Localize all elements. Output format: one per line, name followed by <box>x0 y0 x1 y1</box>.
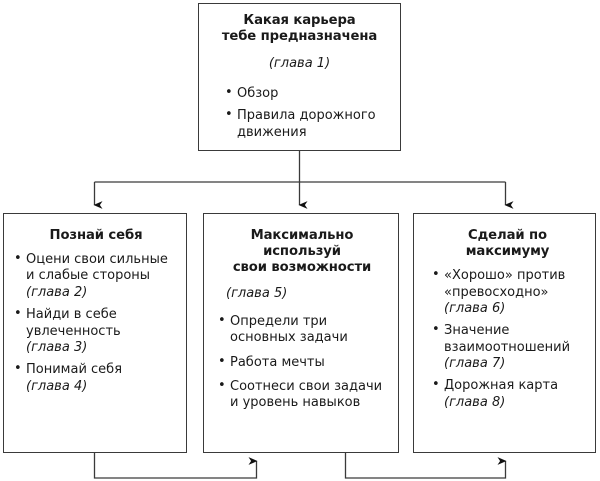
bullet-text: Обзор <box>237 85 279 101</box>
bullet-text-cont: взаимоотношений <box>444 339 571 355</box>
list-item: Оцени свои сильные и слабые стороны (гла… <box>14 251 178 301</box>
bullet-chapter: (глава 3) <box>26 339 88 355</box>
bullet-text: Работа мечты <box>230 354 325 370</box>
node-maximize-chapter: (глава 5) <box>226 286 288 302</box>
bullet-chapter: (глава 6) <box>444 300 506 316</box>
connector-feedback-maximize-to-best <box>344 453 507 479</box>
bullet-text: Правила дорожного <box>237 108 376 124</box>
node-maximize-bullet-list: Определи три основных задачи Работа мечт… <box>212 313 392 412</box>
node-root-bullet-list: Обзор Правила дорожного движения <box>207 85 392 141</box>
list-item: Определи три основных задачи <box>218 313 392 347</box>
bullet-chapter: (глава 8) <box>444 394 506 410</box>
node-maximize[interactable]: Максимально используй свои возможности (… <box>203 213 399 453</box>
list-item: «Хорошо» против «превосходно» (глава 6) <box>432 267 589 317</box>
bullet-text-cont: увлеченность <box>26 323 121 339</box>
list-item: Понимай себя (глава 4) <box>14 361 178 395</box>
bullet-chapter: (глава 4) <box>26 378 88 394</box>
bullet-text: Определи три <box>230 313 328 329</box>
bullet-text: Понимай себя <box>26 362 123 378</box>
list-item: Правила дорожного движения <box>225 107 392 141</box>
bullet-text: Оцени свои сильные <box>26 252 168 268</box>
bullet-text: «Хорошо» против <box>444 268 566 284</box>
list-item: Найди в себе увлеченность (глава 3) <box>14 306 178 356</box>
node-maximize-title-line1: Максимально используй <box>250 228 354 260</box>
list-item: Соотнеси свои задачи и уровень навыков <box>218 378 392 412</box>
node-know-yourself[interactable]: Познай себя Оцени свои сильные и слабые … <box>3 213 187 453</box>
node-maximize-title: Максимально используй свои возможности <box>212 228 392 276</box>
node-root-title-line1: Какая карьера <box>243 13 356 28</box>
bullet-text: Найди в себе <box>26 307 117 323</box>
list-item: Значение взаимоотношений (глава 7) <box>432 322 589 372</box>
bullet-text: Соотнеси свои задачи <box>230 379 383 394</box>
bullet-text: Значение <box>444 323 510 339</box>
bullet-chapter: (глава 2) <box>26 284 88 300</box>
node-root-title-line2: тебе предназначена <box>221 29 378 45</box>
node-do-your-best-bullet-list: «Хорошо» против «превосходно» (глава 6) … <box>426 267 589 411</box>
node-maximize-title-line2: свои возможности <box>232 260 372 276</box>
node-know-yourself-bullet-list: Оцени свои сильные и слабые стороны (гла… <box>14 251 178 395</box>
list-item: Работа мечты <box>218 354 392 371</box>
bullet-text: Дорожная карта <box>444 378 559 394</box>
node-root[interactable]: Какая карьера тебе предназначена (глава … <box>198 3 401 151</box>
list-item: Обзор <box>225 85 392 102</box>
node-do-your-best[interactable]: Сделай по максимуму «Хорошо» против «пре… <box>413 213 596 453</box>
node-root-title: Какая карьера тебе предназначена <box>207 13 392 45</box>
bullet-text-cont: основных задачи <box>230 330 348 346</box>
connector-feedback-know-to-maximize <box>93 453 258 479</box>
bullet-text-cont: и слабые стороны <box>26 268 151 284</box>
bullet-text-cont: «превосходно» <box>444 284 549 300</box>
node-know-yourself-title: Познай себя <box>49 228 143 243</box>
node-do-your-best-title: Сделай по максимуму <box>465 228 550 260</box>
bullet-text-cont: и уровень навыков <box>230 395 361 411</box>
bullet-text-cont: движения <box>237 124 307 140</box>
bullet-chapter: (глава 7) <box>444 356 506 372</box>
list-item: Дорожная карта (глава 8) <box>432 377 589 411</box>
node-root-chapter: (глава 1) <box>268 56 331 72</box>
